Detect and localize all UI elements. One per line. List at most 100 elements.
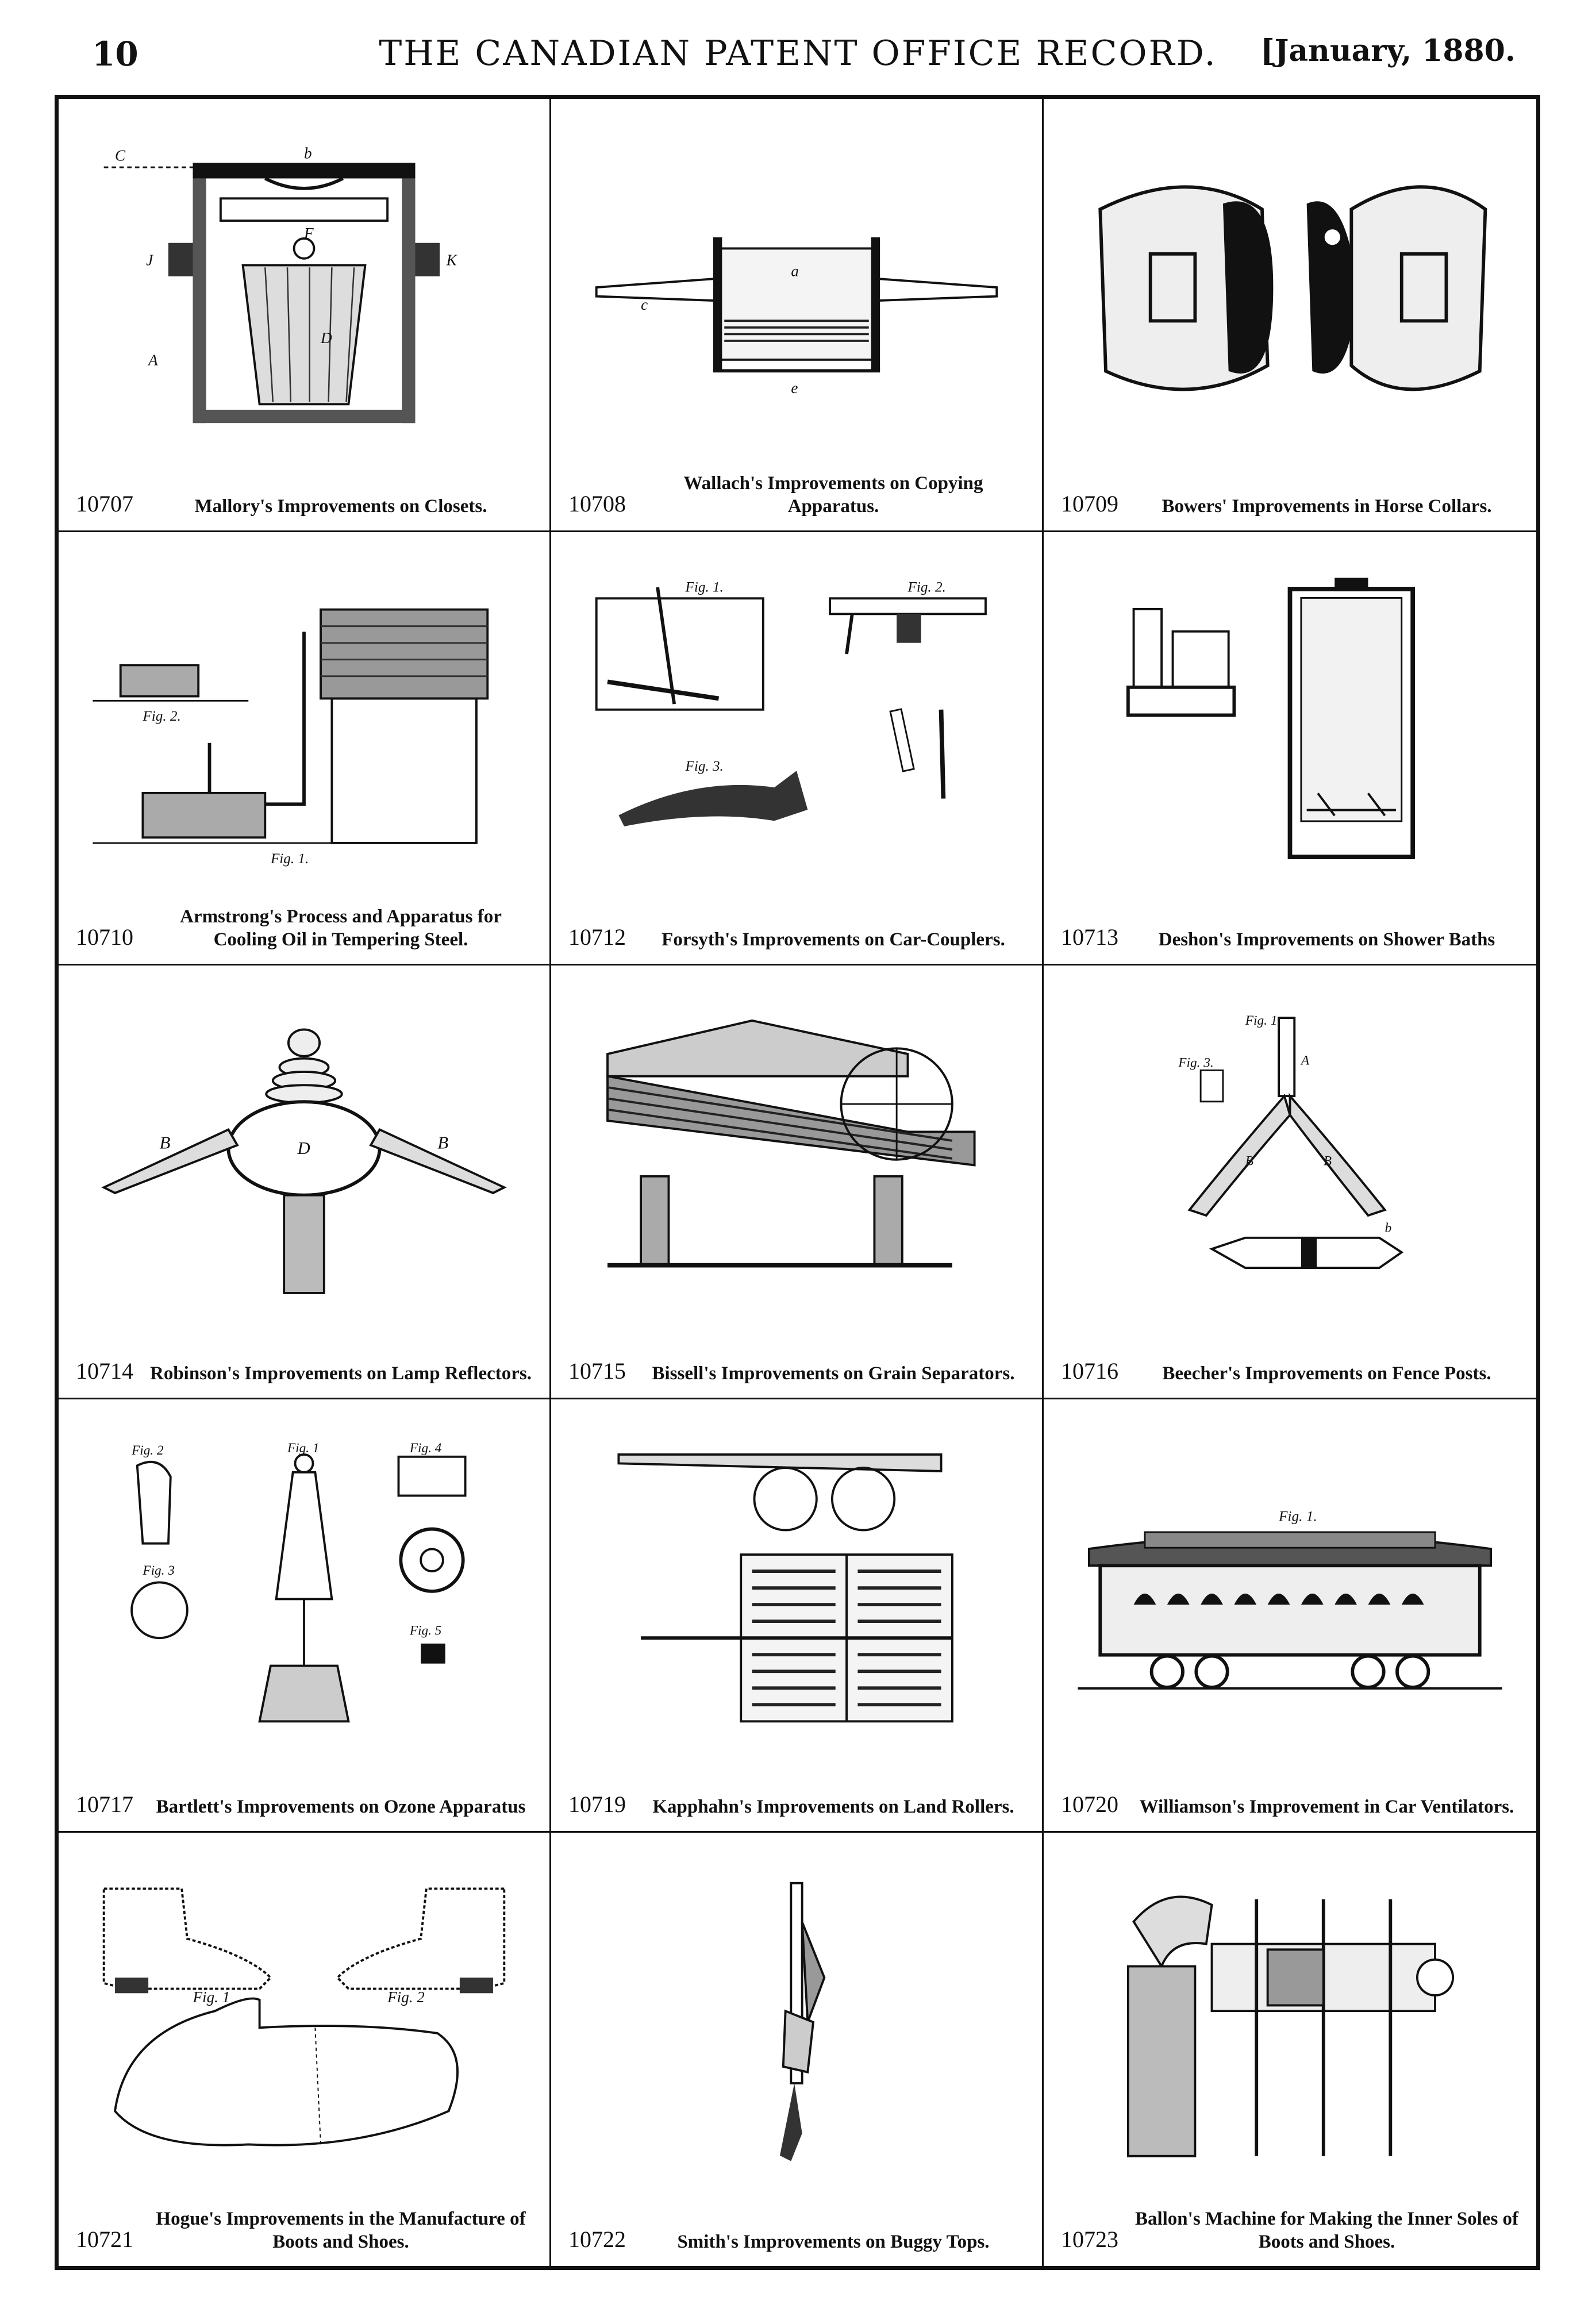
copying-label: e — [791, 379, 798, 397]
boots-label: Fig. 2 — [387, 1988, 425, 2006]
patent-caption: 10710 Armstrong's Process and Apparatus … — [76, 894, 532, 951]
ozone-label: Fig. 2 — [131, 1442, 164, 1457]
patent-caption: 10709 Bowers' Improvements in Horse Coll… — [1061, 460, 1519, 518]
patent-title: Armstrong's Process and Apparatus for Co… — [180, 906, 502, 951]
coupler-label: Fig. 3. — [685, 759, 724, 774]
patent-title: Williamson's Improvement in Car Ventilat… — [1139, 1796, 1514, 1817]
patent-title: Robinson's Improvements on Lamp Reflecto… — [150, 1363, 532, 1384]
patent-cell: B D B 10714 Robinson's Improvements on L… — [59, 965, 551, 1399]
land-roller-illustration — [574, 1417, 1019, 1759]
lamp-reflector-illustration: B D B — [82, 983, 526, 1325]
patent-caption: 10719 Kapphahn's Improvements on Land Ro… — [568, 1761, 1025, 1818]
lamp-label: B — [159, 1133, 170, 1153]
patent-cell: a c e 10708 Wallach's Improvements on Co… — [551, 99, 1044, 533]
fence-label: A — [1300, 1053, 1310, 1068]
patent-cell: Fig. 1. Fig. 3. A B B b 10716 Beecher's … — [1044, 965, 1536, 1399]
journal-title: THE CANADIAN PATENT OFFICE RECORD. — [379, 33, 1217, 74]
fence-label: B — [1245, 1154, 1253, 1169]
cooling-label: Fig. 1. — [270, 851, 309, 867]
boots-illustration: Fig. 1 Fig. 2 — [82, 1850, 526, 2194]
patent-number: 10720 — [1061, 1791, 1118, 1817]
patent-number: 10712 — [568, 924, 626, 951]
patent-number: 10713 — [1061, 924, 1118, 951]
patent-number: 10709 — [1061, 491, 1118, 517]
ozone-label: Fig. 4 — [409, 1441, 442, 1456]
patent-caption: 10717 Bartlett's Improvements on Ozone A… — [76, 1761, 532, 1818]
patent-number: 10716 — [1061, 1357, 1118, 1384]
fence-label: Fig. 1. — [1245, 1013, 1280, 1028]
shower-bath-illustration — [1067, 549, 1513, 892]
patent-number: 10721 — [76, 2226, 133, 2252]
grain-separator-illustration — [574, 983, 1019, 1325]
car-ventilator-illustration: Fig. 1. — [1067, 1417, 1513, 1759]
patent-title: Deshon's Improvements on Shower Baths — [1158, 929, 1495, 951]
patent-caption: 10716 Beecher's Improvements on Fence Po… — [1061, 1328, 1519, 1385]
closet-label: F — [303, 225, 314, 242]
copying-label: a — [791, 263, 799, 280]
patent-cell: 10709 Bowers' Improvements in Horse Coll… — [1044, 99, 1536, 533]
patent-title: Kapphahn's Improvements on Land Rollers. — [652, 1796, 1014, 1817]
patent-number: 10717 — [76, 1791, 133, 1817]
patent-number: 10715 — [568, 1357, 626, 1384]
patent-cell: 10719 Kapphahn's Improvements on Land Ro… — [551, 1399, 1044, 1833]
car-coupler-illustration: Fig. 1. Fig. 2. Fig. 3. — [574, 549, 1019, 892]
fence-label: b — [1385, 1221, 1392, 1236]
closet-label: J — [146, 251, 154, 268]
patent-cell: 10715 Bissell's Improvements on Grain Se… — [551, 965, 1044, 1399]
patent-caption: 10714 Robinson's Improvements on Lamp Re… — [76, 1328, 532, 1385]
patent-caption: 10723 Ballon's Machine for Making the In… — [1061, 2196, 1519, 2253]
patent-cell: 10723 Ballon's Machine for Making the In… — [1044, 1833, 1536, 2266]
closet-label: D — [320, 329, 332, 347]
ozone-label: Fig. 5 — [409, 1623, 441, 1638]
cooling-label: Fig. 2. — [142, 709, 180, 724]
patent-title: Bartlett's Improvements on Ozone Apparat… — [156, 1796, 526, 1817]
closet-label: A — [147, 352, 158, 369]
lamp-label: B — [437, 1133, 448, 1153]
patent-caption: 10708 Wallach's Improvements on Copying … — [568, 460, 1025, 518]
fence-label: Fig. 3. — [1178, 1056, 1213, 1071]
patent-caption: 10720 Williamson's Improvement in Car Ve… — [1061, 1761, 1519, 1818]
patent-caption: 10715 Bissell's Improvements on Grain Se… — [568, 1328, 1025, 1385]
patent-cell: Fig. 1 Fig. 2 10721 Hogue's Improvements… — [59, 1832, 551, 2266]
patent-number: 10714 — [76, 1357, 133, 1384]
coupler-label: Fig. 2. — [907, 580, 946, 595]
patent-caption: 10712 Forsyth's Improvements on Car-Coup… — [568, 894, 1025, 951]
coupler-label: Fig. 1. — [685, 580, 724, 595]
patent-title: Bowers' Improvements in Horse Collars. — [1162, 496, 1492, 517]
patent-number: 10708 — [568, 491, 626, 517]
patent-number: 10722 — [568, 2226, 626, 2252]
oil-cooling-illustration: Fig. 2. Fig. 1. — [82, 549, 526, 892]
inner-sole-machine-illustration — [1067, 1850, 1513, 2194]
patent-title: Wallach's Improvements on Copying Appara… — [683, 473, 983, 517]
patent-cell: Fig. 2. Fig. 1. 10710 Armstrong's Proces… — [59, 532, 551, 966]
issue-date: [January, 1880. — [1260, 33, 1516, 68]
patent-grid: C b A D J K F 10707 Mallory's Improvemen… — [55, 95, 1540, 2270]
patent-number: 10710 — [76, 924, 133, 951]
copying-apparatus-illustration: a c e — [574, 116, 1019, 459]
patent-caption: 10721 Hogue's Improvements in the Manufa… — [76, 2196, 532, 2253]
patent-number: 10723 — [1061, 2226, 1118, 2252]
patent-title: Mallory's Improvements on Closets. — [194, 496, 487, 517]
ozone-label: Fig. 1 — [287, 1441, 319, 1456]
patent-cell: C b A D J K F 10707 Mallory's Improvemen… — [59, 99, 551, 533]
patent-cell: Fig. 1 Fig. 2 Fig. 3 Fig. 4 Fig. 5 10717… — [59, 1399, 551, 1833]
patent-cell: Fig. 1. 10720 Williamson's Improvement i… — [1044, 1399, 1536, 1833]
boots-label: Fig. 1 — [193, 1988, 230, 2006]
patent-caption: 10707 Mallory's Improvements on Closets. — [76, 460, 532, 518]
fence-label: B — [1324, 1154, 1332, 1169]
patent-number: 10719 — [568, 1791, 626, 1817]
patent-title: Bissell's Improvements on Grain Separato… — [652, 1363, 1015, 1384]
copying-label: c — [641, 296, 648, 313]
patent-cell: 10713 Deshon's Improvements on Shower Ba… — [1044, 532, 1536, 966]
ozone-label: Fig. 3 — [142, 1563, 174, 1578]
fence-post-illustration: Fig. 1. Fig. 3. A B B b — [1067, 983, 1513, 1325]
patent-caption: 10713 Deshon's Improvements on Shower Ba… — [1061, 894, 1519, 951]
lamp-label: D — [297, 1138, 310, 1158]
patent-title: Hogue's Improvements in the Manufacture … — [156, 2209, 526, 2252]
patent-cell: 10722 Smith's Improvements on Buggy Tops… — [551, 1832, 1044, 2266]
page-header: 10 THE CANADIAN PATENT OFFICE RECORD. [J… — [0, 0, 1596, 86]
patent-cell: Fig. 1. Fig. 2. Fig. 3. 10712 Forsyth's … — [551, 532, 1044, 966]
car-label: Fig. 1. — [1278, 1508, 1317, 1524]
patent-caption: 10722 Smith's Improvements on Buggy Tops… — [568, 2196, 1025, 2253]
closet-label: b — [304, 145, 312, 162]
